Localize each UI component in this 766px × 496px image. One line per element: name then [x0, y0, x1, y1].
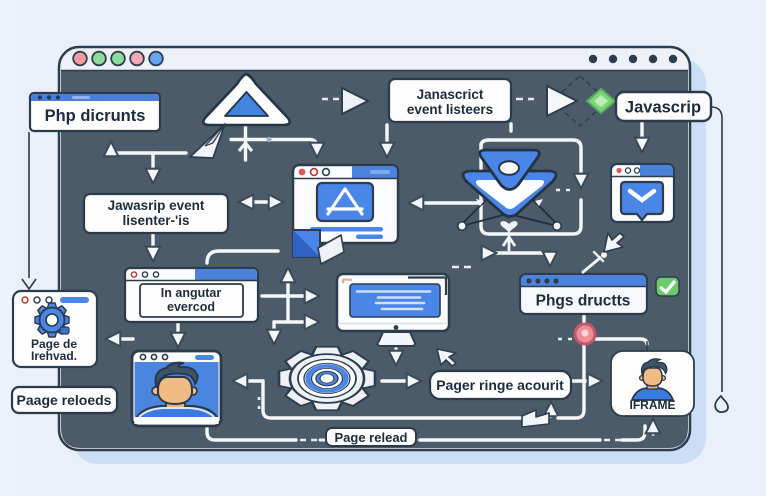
svg-text:Page relead: Page relead — [335, 430, 408, 445]
svg-text:Phgs dructts: Phgs dructts — [536, 293, 631, 310]
svg-text:Page de: Page de — [31, 337, 77, 351]
svg-text:Jawasrip event: Jawasrip event — [108, 198, 205, 213]
svg-text:event listeers: event listeers — [407, 102, 493, 117]
svg-text:Pager ringe acourit: Pager ringe acourit — [436, 377, 564, 393]
svg-text:evercod: evercod — [167, 300, 215, 314]
svg-text:In angutar: In angutar — [161, 286, 222, 300]
svg-text:IFRAME: IFRAME — [630, 398, 676, 412]
svg-text:Irehvad.: Irehvad. — [31, 349, 77, 363]
svg-text:Php dicrunts: Php dicrunts — [45, 107, 146, 125]
svg-text:Javascrip: Javascrip — [625, 99, 701, 117]
svg-text:Paage reloeds: Paage reloeds — [17, 392, 112, 408]
svg-text:lisenter-'is: lisenter-'is — [123, 213, 190, 228]
svg-text:Janascrict: Janascrict — [417, 87, 484, 102]
